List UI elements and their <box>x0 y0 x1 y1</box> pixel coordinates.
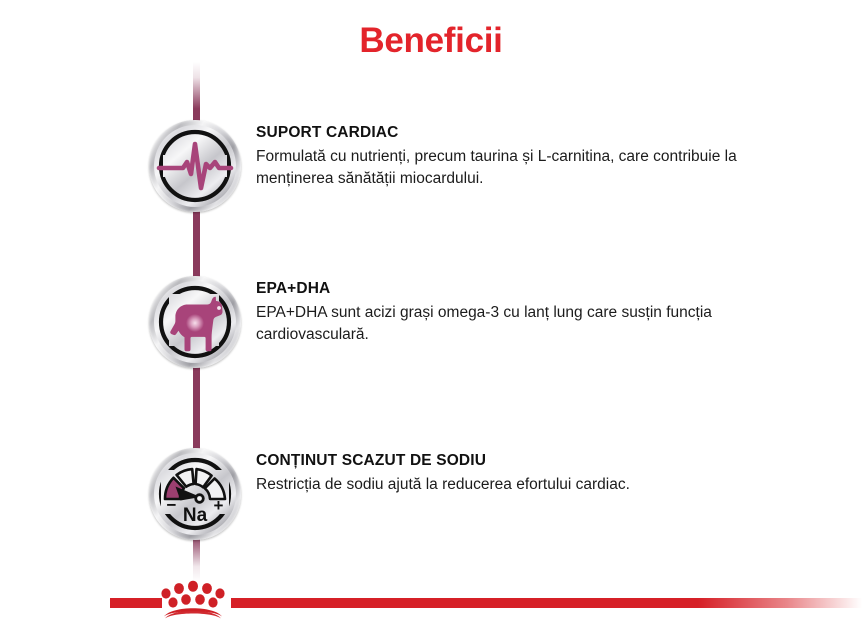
benefit-heading: EPA+DHA <box>256 280 331 297</box>
icon-disc <box>149 120 241 212</box>
benefit-heading: SUPORT CARDIAC <box>256 124 399 141</box>
benefit-text-block: CONȚINUT SCAZUT DE SODIU Restricția de s… <box>256 451 756 496</box>
footer-rule-left <box>110 598 162 608</box>
sodium-gauge-icon: − + Na <box>149 448 241 540</box>
benefit-body: EPA+DHA sunt acizi grași omega-3 cu lanț… <box>256 304 712 343</box>
ecg-heartbeat-glyph <box>156 129 234 203</box>
dog-silhouette-glyph <box>158 285 232 359</box>
ecg-heartbeat-icon <box>149 120 241 212</box>
footer-rule-right <box>231 598 862 608</box>
benefit-body: Formulată cu nutrienți, precum taurina ș… <box>256 148 737 187</box>
dog-heart-icon <box>149 276 241 368</box>
benefit-text-block: SUPORT CARDIAC Formulată cu nutrienți, p… <box>256 123 756 190</box>
benefit-body: Restricția de sodiu ajută la reducerea e… <box>256 476 630 493</box>
gauge-minus-label: − <box>167 496 177 515</box>
benefit-heading: CONȚINUT SCAZUT DE SODIU <box>256 452 487 469</box>
page-title: Beneficii <box>359 21 503 60</box>
royal-canin-crown-logo <box>161 580 225 619</box>
gauge-plus-label: + <box>214 496 224 515</box>
sodium-gauge-glyph: − + Na <box>158 457 232 531</box>
gauge-na-label: Na <box>183 505 208 526</box>
benefit-text-block: EPA+DHA EPA+DHA sunt acizi grași omega-3… <box>256 279 756 346</box>
